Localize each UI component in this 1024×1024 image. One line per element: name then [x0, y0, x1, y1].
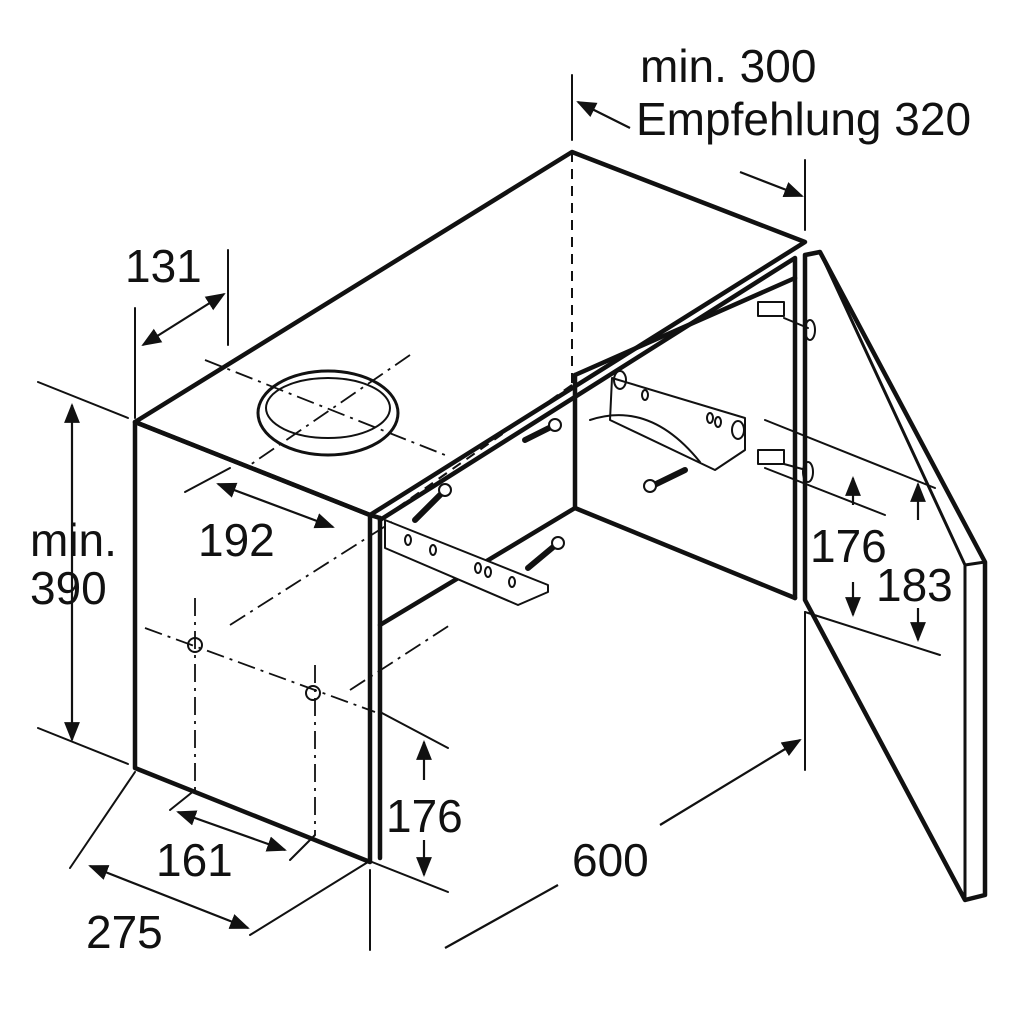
dim-176-right: 176: [810, 520, 887, 572]
back-panel-top: [572, 275, 798, 378]
dim-275: 275: [86, 906, 163, 958]
cabinet-body: [132, 149, 808, 865]
hole-front-icon: [187, 637, 203, 653]
dim-183: 183: [876, 559, 953, 611]
side-mounting-holes: [144, 519, 451, 835]
screws: [412, 418, 688, 571]
dim-192: 192: [198, 514, 275, 566]
dim-131: 131: [125, 240, 202, 292]
mounting-bracket-right: [589, 370, 746, 471]
top-note-line1: min. 300: [640, 40, 816, 92]
cabinet-inner-edge: [377, 255, 798, 601]
hinge-bottom-icon: [757, 449, 785, 465]
cabinet-left-panel: [132, 419, 373, 865]
dim-600: 600: [572, 834, 649, 886]
dimension-lines: [37, 74, 941, 951]
top-note: min. 300 Empfehlung 320: [636, 40, 971, 145]
dim-390: 390: [30, 562, 107, 614]
hidden-inner-edge: [379, 384, 573, 521]
dim-161: 161: [156, 834, 233, 886]
hole-rear-icon: [305, 685, 321, 701]
mounting-bracket-left: [384, 519, 549, 606]
top-note-line2: Empfehlung 320: [636, 93, 971, 145]
dim-176-bottom: 176: [386, 790, 463, 842]
cabinet-door: [757, 249, 988, 903]
duct-opening: [204, 354, 446, 466]
hinge-top-icon: [757, 301, 785, 317]
dim-min-label: min.: [30, 514, 117, 566]
